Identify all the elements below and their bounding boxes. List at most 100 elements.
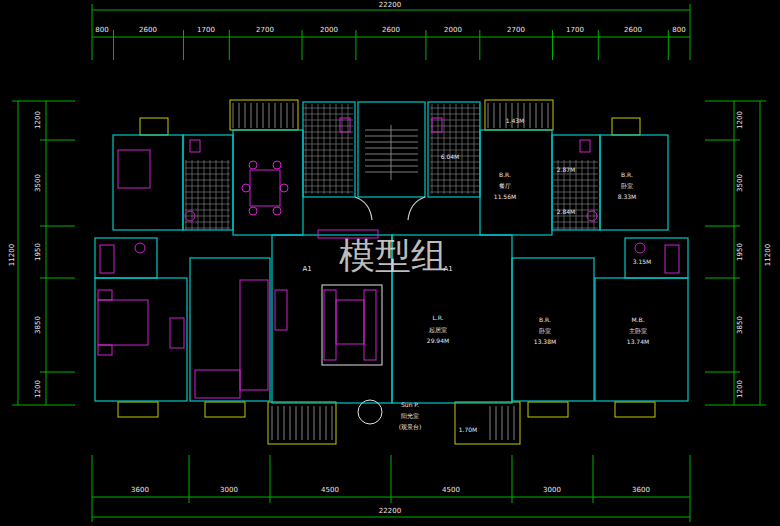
room-label: B.R. — [621, 172, 633, 178]
dimension-label: 2700 — [507, 27, 525, 34]
plan-stroke — [98, 345, 112, 355]
dimension-label: 4500 — [321, 487, 339, 494]
dimension-label: 800 — [95, 27, 108, 34]
dimension-label: 1950 — [35, 243, 42, 261]
plan-stroke — [512, 258, 594, 401]
plan-stroke — [135, 243, 145, 253]
dimension-label: 1200 — [35, 380, 42, 398]
plan-stroke — [92, 37, 690, 38]
plan-stroke — [140, 118, 168, 135]
room-label: B.R. — [499, 172, 511, 178]
dimension-label: 3850 — [737, 316, 744, 334]
walls — [95, 102, 688, 403]
dimension-label: 11200 — [765, 244, 772, 266]
plan-stroke — [734, 101, 735, 405]
plan-stroke — [355, 197, 425, 220]
plan-stroke — [185, 160, 230, 230]
room-label: L.R. — [432, 315, 443, 321]
room-label: 6.04M — [441, 154, 460, 160]
plan-stroke — [428, 102, 480, 197]
plan-stroke — [92, 455, 690, 522]
plan-stroke — [322, 285, 382, 365]
plan-stroke — [95, 278, 187, 401]
dimension-label: 3850 — [35, 316, 42, 334]
dimension-label: 2700 — [256, 27, 274, 34]
dimension-label: 1700 — [566, 27, 584, 34]
dimension-label: 2600 — [624, 27, 642, 34]
plan-stroke — [600, 135, 668, 230]
plan-stroke — [273, 161, 281, 169]
plan-stroke — [185, 211, 195, 221]
plan-stroke — [272, 406, 332, 440]
plan-stroke — [303, 104, 353, 194]
dimension-label: 3500 — [35, 174, 42, 192]
plan-stroke — [587, 211, 597, 221]
plan-stroke — [490, 406, 514, 440]
plan-stroke — [485, 100, 553, 130]
plan-stroke — [635, 243, 645, 253]
plan-stroke — [595, 278, 688, 401]
plan-stroke — [249, 161, 257, 169]
room-label: 卧室 — [621, 183, 633, 189]
plan-stroke — [92, 517, 690, 518]
watermark: 模型组 — [339, 238, 447, 274]
plan-stroke — [250, 170, 280, 206]
room-label: 3.15M — [633, 259, 652, 265]
plan-stroke — [98, 300, 148, 345]
room-label: (观景台) — [399, 424, 422, 430]
plan-stroke — [553, 160, 598, 230]
dimension-label: 1950 — [737, 243, 744, 261]
room-label: 起居室 — [429, 327, 447, 333]
plan-stroke — [625, 238, 688, 278]
dimension-label: 3600 — [131, 487, 149, 494]
room-label: 2.84M — [557, 209, 576, 215]
room-label: 主卧室 — [629, 328, 647, 334]
plan-stroke — [364, 290, 376, 360]
room-label: 29.94M — [427, 338, 449, 344]
plan-stroke — [118, 402, 158, 417]
room-label: 餐厅 — [499, 183, 511, 189]
dimension-label: 800 — [672, 27, 685, 34]
plan-stroke — [273, 207, 281, 215]
dimension-label: 3500 — [737, 174, 744, 192]
dimension-label: 3000 — [543, 487, 561, 494]
plan-stroke — [268, 402, 336, 444]
dimension-label: 4500 — [442, 487, 460, 494]
plan-stroke — [230, 100, 298, 130]
plan-stroke — [488, 103, 548, 128]
plan-stroke — [249, 207, 257, 215]
room-label: 1.43M — [506, 118, 525, 124]
room-label: 8.33M — [618, 194, 637, 200]
dimension-label: 3600 — [632, 487, 650, 494]
plan-stroke — [318, 230, 378, 238]
room-label: 11.56M — [494, 194, 516, 200]
balconies — [118, 100, 655, 444]
plan-stroke — [336, 300, 364, 344]
plan-stroke — [324, 290, 336, 360]
room-label: A1 — [302, 266, 311, 273]
dimension-label: 1200 — [35, 111, 42, 129]
plan-stroke — [240, 280, 268, 390]
plan-stroke — [358, 400, 382, 424]
plan-stroke — [12, 101, 75, 405]
plan-stroke — [18, 101, 19, 405]
plan-stroke — [358, 102, 425, 197]
furniture — [98, 118, 679, 424]
dimension-label: 3000 — [220, 487, 238, 494]
dimension-lines — [12, 4, 766, 522]
plan-stroke — [118, 150, 150, 188]
dimension-label: 22200 — [379, 508, 401, 515]
room-label: B.R. — [539, 317, 551, 323]
plan-stroke — [242, 184, 250, 192]
plan-stroke — [340, 118, 350, 132]
plan-stroke — [430, 104, 480, 194]
room-label: 13.74M — [627, 339, 649, 345]
dimension-label: 1700 — [197, 27, 215, 34]
plan-stroke — [665, 245, 679, 273]
room-label: M.B. — [631, 317, 644, 323]
dimension-label: 2000 — [444, 27, 462, 34]
plan-stroke — [705, 101, 766, 405]
plan-stroke — [190, 140, 200, 152]
plan-stroke — [92, 10, 690, 11]
stair — [365, 125, 418, 180]
